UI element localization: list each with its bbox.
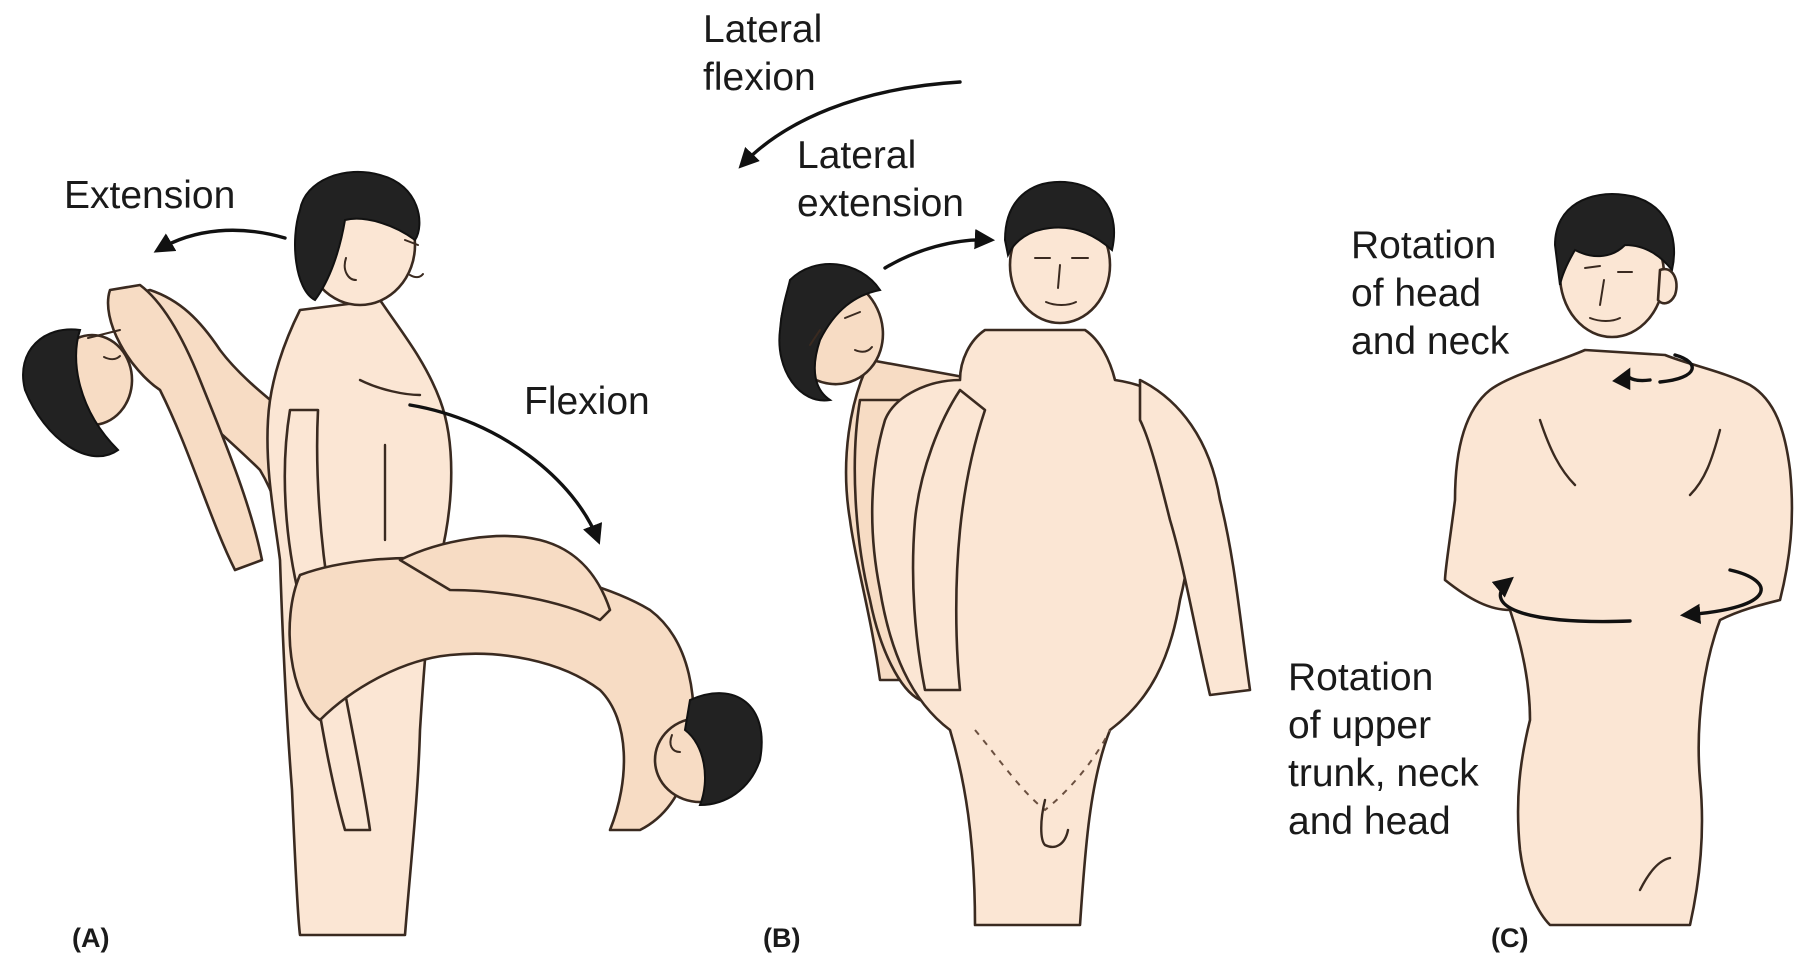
label-lateral-extension-line2: extension bbox=[797, 180, 964, 228]
label-lateral-flexion: Lateral flexion bbox=[703, 6, 822, 102]
label-flexion: Flexion bbox=[524, 378, 650, 426]
label-lateral-extension-line1: Lateral bbox=[797, 132, 964, 180]
panel-b-tag: (B) bbox=[763, 923, 800, 954]
label-lateral-extension: Lateral extension bbox=[797, 132, 964, 228]
label-rotation-trunk-line3: trunk, neck bbox=[1288, 750, 1479, 798]
label-rotation-head-neck: Rotation of head and neck bbox=[1351, 222, 1509, 366]
lateral-extension-arrow bbox=[885, 240, 990, 268]
extension-arrow bbox=[158, 230, 285, 250]
panel-a-tag: (A) bbox=[72, 923, 109, 954]
panel-c-tag: (C) bbox=[1491, 923, 1528, 954]
label-extension: Extension bbox=[64, 172, 235, 220]
label-rotation-head-neck-line1: Rotation bbox=[1351, 222, 1509, 270]
label-lateral-flexion-line2: flexion bbox=[703, 54, 822, 102]
label-lateral-flexion-line1: Lateral bbox=[703, 6, 822, 54]
label-rotation-trunk-line4: and head bbox=[1288, 798, 1479, 846]
label-rotation-trunk: Rotation of upper trunk, neck and head bbox=[1288, 654, 1479, 846]
label-rotation-trunk-line1: Rotation bbox=[1288, 654, 1479, 702]
label-rotation-head-neck-line2: of head bbox=[1351, 270, 1509, 318]
panel-a-illustration bbox=[23, 172, 762, 935]
label-rotation-trunk-line2: of upper bbox=[1288, 702, 1479, 750]
label-rotation-head-neck-line3: and neck bbox=[1351, 318, 1509, 366]
lateral-extension-figure bbox=[872, 182, 1250, 925]
